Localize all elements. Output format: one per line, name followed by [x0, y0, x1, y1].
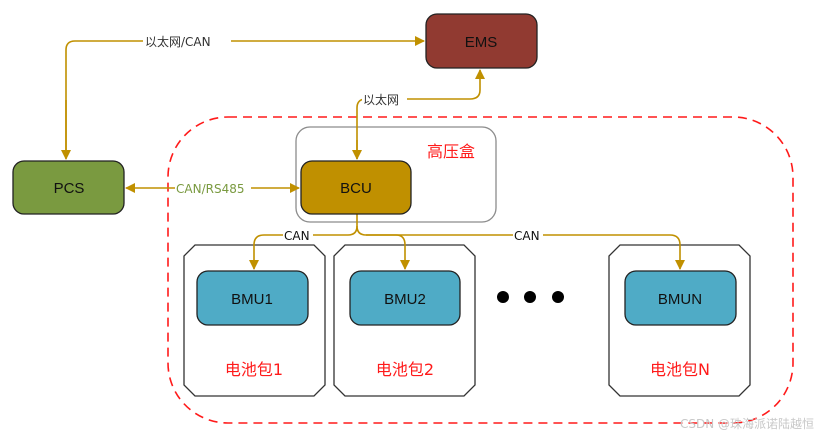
hv-box-label: 高压盒 [427, 142, 475, 161]
ellipsis-dots [497, 291, 564, 303]
bmu2-label: BMU2 [384, 291, 426, 308]
bmun-label: BMUN [658, 291, 702, 308]
ems-node[interactable]: EMS [425, 13, 538, 69]
edge-pcs-ems-label: 以太网/CAN [145, 34, 211, 49]
edge-bcu-bmu12-label: CAN [284, 229, 310, 243]
edge-pcs-ems [65, 36, 425, 157]
bmu1-label: BMU1 [231, 291, 273, 308]
pcs-label: PCS [54, 180, 85, 197]
bcu-label: BCU [340, 180, 372, 197]
bmun-node[interactable]: BMUN [624, 270, 737, 326]
hv-box-frame [295, 126, 497, 223]
pcs-node[interactable]: PCS [12, 160, 125, 215]
battery-pack-1-label: 电池包1 [225, 360, 283, 379]
bmu2-node[interactable]: BMU2 [349, 270, 461, 326]
ems-label: EMS [465, 34, 498, 51]
battery-pack-n-label: 电池包N [650, 360, 710, 379]
edge-pcs-bcu-label: CAN/RS485 [176, 182, 244, 196]
edge-bcu-ems-label: 以太网 [363, 92, 399, 107]
battery-system-boundary [167, 116, 794, 424]
bcu-node[interactable]: BCU [300, 160, 412, 215]
bmu1-node[interactable]: BMU1 [196, 270, 309, 326]
edge-bcu-bmun [366, 234, 685, 270]
watermark: CSDN @珠海派诺陆越恒 [680, 416, 814, 431]
edge-bcu-ems [356, 69, 485, 159]
battery-pack-2-label: 电池包2 [376, 360, 434, 379]
edge-bcu-bmun-label: CAN [514, 229, 540, 243]
